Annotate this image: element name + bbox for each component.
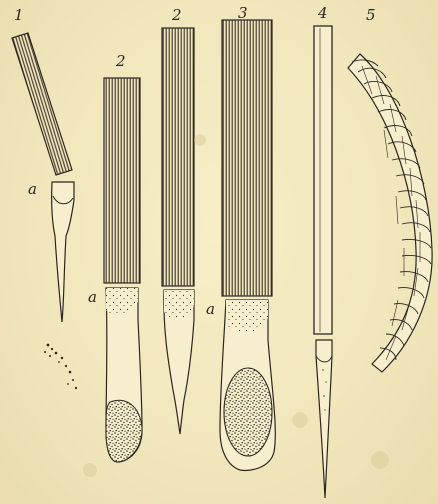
figure-2b-cell (162, 28, 194, 434)
figure-number-2-left: 2 (116, 54, 126, 69)
figure-3-cell (220, 20, 275, 470)
marker-a-figure-3: a (206, 302, 215, 317)
figure-number-5: 5 (366, 8, 376, 23)
marker-a-figure-2: a (88, 290, 97, 305)
figure-2a-cell (104, 78, 142, 462)
marker-a-figure-1: a (28, 182, 37, 197)
figure-5-band (348, 54, 432, 372)
figure-number-3: 3 (238, 6, 248, 21)
figure-1-cell (12, 33, 77, 389)
figure-number-1: 1 (14, 8, 24, 23)
figure-4-cell (314, 26, 332, 498)
figure-number-4: 4 (318, 6, 328, 21)
figure-number-2-middle: 2 (172, 8, 182, 23)
